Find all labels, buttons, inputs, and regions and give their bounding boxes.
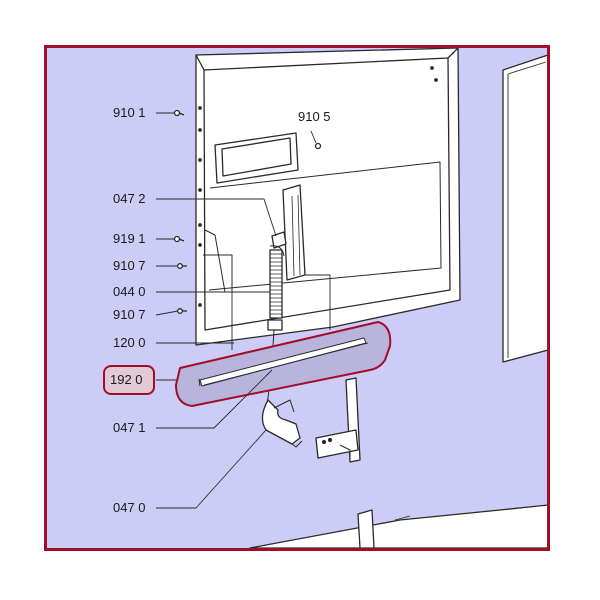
screw-910-7b bbox=[177, 308, 187, 314]
callout-047-1: 047 1 bbox=[113, 420, 146, 435]
callout-192-0-highlight bbox=[103, 365, 155, 395]
callout-919-1: 919 1 bbox=[113, 231, 146, 246]
lower-panel bbox=[249, 504, 547, 548]
mounting-bracket bbox=[315, 377, 361, 463]
hinge-bracket bbox=[261, 399, 303, 448]
callout-192-0: 192 0 bbox=[110, 372, 143, 387]
callout-910-7a: 910 7 bbox=[113, 258, 146, 273]
side-panel bbox=[502, 54, 547, 363]
screw-919-1 bbox=[173, 235, 185, 243]
leader-lines bbox=[155, 112, 317, 509]
seal-strip bbox=[175, 321, 392, 407]
callout-047-2: 047 2 bbox=[113, 191, 146, 206]
callout-047-0: 047 0 bbox=[113, 500, 146, 515]
door-panel bbox=[195, 48, 461, 350]
screw-910-7a bbox=[177, 263, 187, 269]
callout-120-0: 120 0 bbox=[113, 335, 146, 350]
dispenser-window bbox=[214, 132, 299, 184]
callout-910-5: 910 5 bbox=[298, 109, 331, 124]
callout-910-1: 910 1 bbox=[113, 105, 146, 120]
callout-044-0: 044 0 bbox=[113, 284, 146, 299]
spring-assembly bbox=[265, 231, 287, 411]
screw-910-1 bbox=[173, 109, 185, 117]
screw-910-5 bbox=[314, 142, 322, 150]
callout-910-7b: 910 7 bbox=[113, 307, 146, 322]
